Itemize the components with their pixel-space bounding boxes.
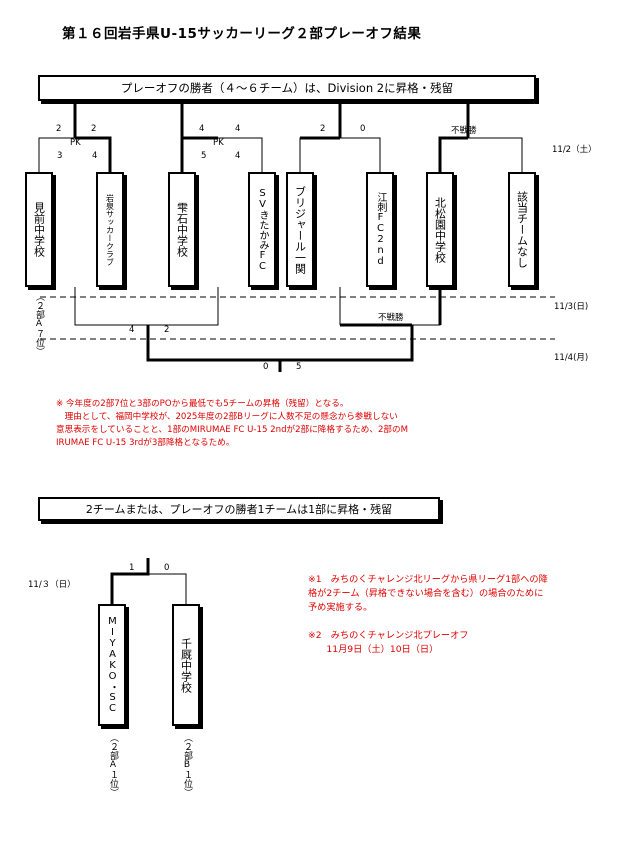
team-box: 雫石中学校 — [168, 172, 196, 287]
score: 4 — [129, 325, 135, 335]
date-label: 11/３（日） — [28, 580, 76, 590]
page-title: 第１６回岩手県U-15サッカーリーグ２部プレーオフ結果 — [62, 26, 422, 42]
note-line: 意思表示をしていることと、1部のMIRUMAE FC U-15 2ndが2部に降… — [56, 425, 409, 435]
note-line: IRUMAE FC U-15 3rdが3部降格となるため。 — [56, 438, 235, 448]
score: 2 — [56, 124, 62, 134]
team-box: 該当チームなし — [508, 172, 536, 287]
team-box: 岩泉サッカークラブ — [96, 172, 124, 287]
note-line: 11月9日（土）10日（日） — [308, 644, 439, 655]
note-line: ※ 今年度の2部7位と3部のPOから最低でも5チームの昇格（残留）となる。 — [56, 399, 349, 409]
date-label: 11/4(月) — [554, 353, 589, 363]
pk-score: 5 — [201, 151, 207, 161]
team-rank-note: （２部B１位） — [182, 733, 192, 797]
team-box: 江刺FC2nd — [366, 172, 394, 287]
team-box: ブリジャール一関 — [286, 172, 314, 287]
pk-score: 4 — [92, 151, 98, 161]
score: 4 — [199, 124, 205, 134]
pk-score: 4 — [235, 151, 241, 161]
note-line: 理由として、福岡中学校が、2025年度の2部Bリーグに人数不足の懸念から参戦しな… — [56, 412, 398, 422]
note-line: ※1 みちのくチャレンジ北リーグから県リーグ1部への降 — [308, 574, 548, 585]
note-line: ※2 みちのくチャレンジ北プレーオフ — [308, 630, 469, 641]
team-box: 北松園中学校 — [426, 172, 454, 287]
team-box: 見前中学校 — [25, 172, 53, 287]
note-line: 格が2チーム（昇格できない場合を含む）の場合のために — [308, 588, 544, 599]
pk-label: PK — [70, 138, 81, 148]
team-name: ブリジャール一関 — [293, 185, 307, 274]
team-rank-note: （２部A７位） — [34, 292, 44, 356]
date-label: 11/2（土） — [552, 145, 597, 155]
score: 4 — [235, 124, 241, 134]
team-box: SVきたかみFC — [248, 172, 276, 287]
promotion-banner: プレーオフの勝者（４～６チーム）は、Division 2に昇格・残留 — [38, 75, 536, 101]
team-rank-note: （２部A１位） — [108, 733, 118, 797]
score: 1 — [129, 563, 135, 573]
note-line: 予め実施する。 — [308, 602, 373, 613]
score: 2 — [164, 325, 170, 335]
team-name: 千厩中学校 — [179, 637, 193, 693]
team-box: 千厩中学校 — [172, 604, 200, 726]
team-box: MIYAKO・SC — [98, 604, 126, 726]
score: 0 — [263, 362, 269, 372]
team-name: 該当チームなし — [515, 191, 529, 268]
pk-label: PK — [213, 138, 224, 148]
pk-score: 3 — [57, 151, 63, 161]
team-name: 江刺FC2nd — [375, 192, 386, 267]
score: 5 — [296, 362, 302, 372]
walkover-label: 不戦勝 — [378, 313, 404, 323]
score: 2 — [320, 124, 326, 134]
team-name: 岩泉サッカークラブ — [105, 193, 115, 266]
date-label: 11/3(日) — [554, 302, 589, 312]
score: 0 — [360, 124, 366, 134]
team-name: SVきたかみFC — [257, 187, 268, 272]
walkover-label: 不戦勝 — [451, 126, 477, 136]
team-name: MIYAKO・SC — [107, 616, 118, 714]
team-name: 見前中学校 — [32, 202, 46, 257]
promotion-banner-2: 2チームまたは、プレーオフの勝者1チームは1部に昇格・残留 — [38, 497, 440, 521]
team-name: 雫石中学校 — [175, 202, 189, 257]
score: 2 — [91, 124, 97, 134]
score: 0 — [164, 563, 170, 573]
team-name: 北松園中学校 — [433, 196, 447, 263]
